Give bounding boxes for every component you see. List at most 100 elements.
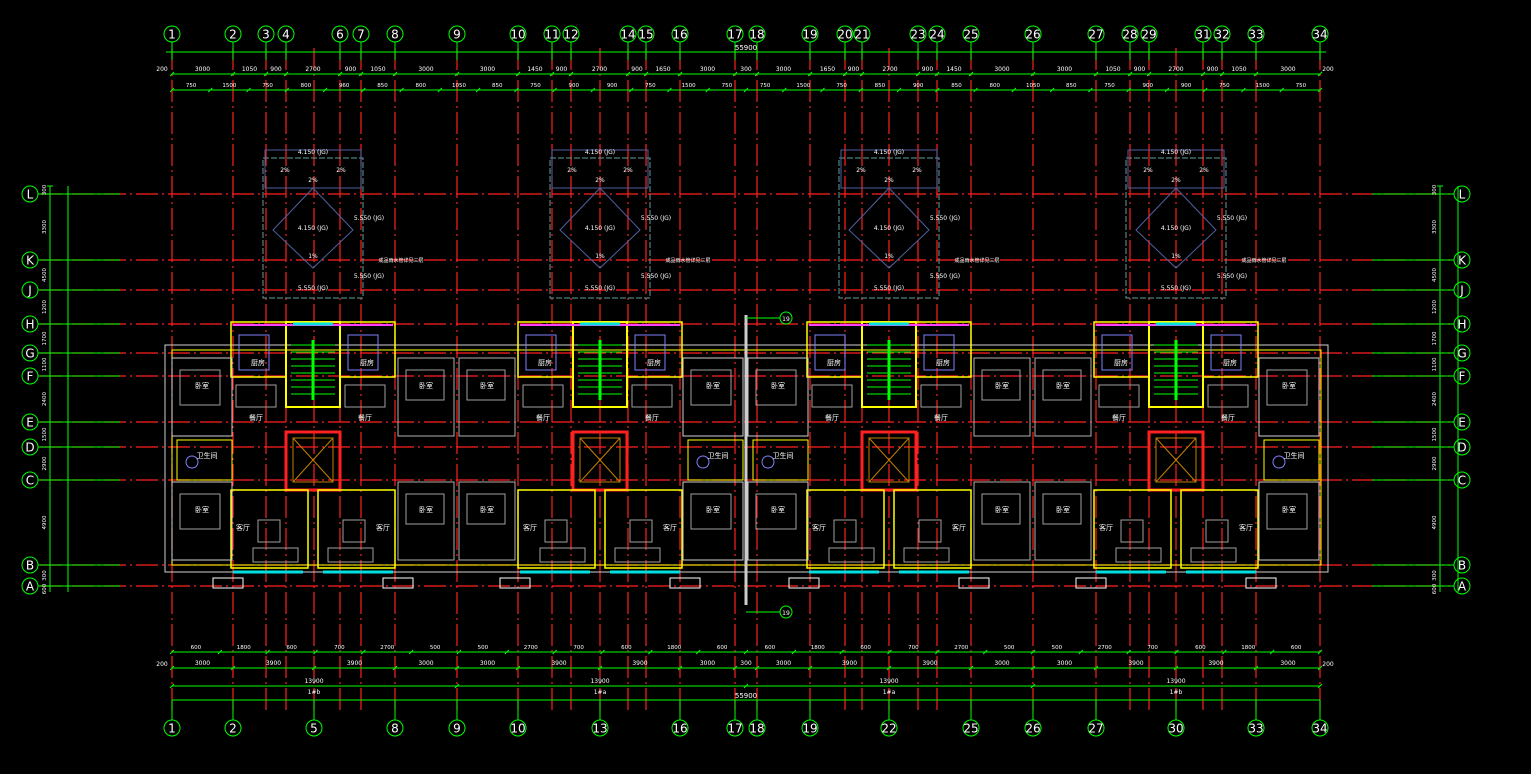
kitchen-counter [347, 334, 379, 371]
axis-label: B [26, 559, 34, 573]
dimension-tick [169, 665, 175, 671]
unit-label: 1#b [308, 689, 321, 696]
dimension-text: 1700 [42, 331, 48, 345]
bed [405, 369, 445, 401]
elevation-note: 5.550 (JG) [641, 215, 671, 222]
room-label-kitchen: 厨房 [827, 358, 841, 367]
dimension-text: 1050 [1105, 66, 1120, 73]
axis-bubble [1311, 719, 1329, 737]
axis-bubble [21, 185, 39, 203]
axis-label: 22 [881, 722, 896, 736]
dimension-text: 800 [301, 83, 312, 89]
axis-bubble [509, 719, 527, 737]
dining-table [811, 384, 853, 408]
room-label-bedroom: 卧室 [706, 381, 720, 390]
axis-label: 32 [1214, 28, 1229, 42]
axis-label: 4 [282, 28, 290, 42]
slope-note: 2% [912, 167, 922, 174]
axis-label: 23 [910, 28, 925, 42]
toilet [696, 455, 710, 469]
axis-bubble [1453, 251, 1471, 269]
dimension-text: 750 [1219, 83, 1230, 89]
axis-label: 28 [1122, 28, 1137, 42]
axis-bubble [1453, 367, 1471, 385]
axis-bubble [801, 25, 819, 43]
axis-label: 5 [310, 722, 318, 736]
dimension-tick [677, 71, 683, 77]
axis-label: H [1457, 318, 1466, 332]
axis-label: 21 [854, 28, 869, 42]
roof-note: 成品雨水管详见三层 [665, 257, 710, 264]
axis-label: L [27, 188, 34, 202]
room-label-dining: 餐厅 [934, 413, 948, 422]
dimension-text: 1050 [242, 66, 257, 73]
sofa [1115, 547, 1162, 563]
dimension-tick [1088, 87, 1093, 93]
axis-bubble [1311, 25, 1329, 43]
elevator-shaft-wall [860, 430, 918, 492]
axis-bubble [331, 25, 349, 43]
dimension-text: 900 [556, 66, 568, 73]
dimension-text: 1200 [1432, 300, 1438, 314]
dimension-tick [514, 87, 519, 93]
room-label-dining: 餐厅 [645, 413, 659, 422]
axis-label: 24 [929, 28, 944, 42]
dimension-tick [169, 649, 175, 655]
room-label-dining: 餐厅 [1221, 413, 1235, 422]
dimension-text: 4900 [1432, 515, 1438, 529]
bed [690, 369, 732, 406]
room-label-dining: 餐厅 [249, 413, 263, 422]
dimension-tick [1253, 665, 1259, 671]
axis-label: L [1459, 188, 1466, 202]
room-label-bedroom: 卧室 [195, 381, 209, 390]
dimension-text: 900 [922, 66, 934, 73]
bed [755, 493, 797, 530]
axis-label: 16 [672, 722, 687, 736]
axis-bubble [1024, 719, 1042, 737]
elevation-note: 5.550 (JG) [930, 273, 960, 280]
dining-table [344, 384, 386, 408]
dimension-text: 600 [1432, 583, 1438, 594]
dimension-tick [1093, 71, 1099, 77]
dimension-text: 750 [645, 83, 656, 89]
dimension-tick [283, 71, 289, 77]
dimension-tick [207, 87, 213, 93]
axis-bubble [1167, 719, 1185, 737]
axis-bubble [509, 25, 527, 43]
dimension-tick [1174, 649, 1179, 655]
dimension-text: 850 [951, 83, 962, 89]
axis-label: 25 [963, 28, 978, 42]
axis-label: 33 [1248, 722, 1263, 736]
bathroom-wall [687, 439, 744, 481]
dimension-tick [454, 665, 460, 671]
roof-slope-lines [559, 187, 641, 269]
elevation-note: 4.150 (JG) [1161, 225, 1191, 232]
elevation-note: 4.150 (JG) [298, 225, 328, 232]
kitchen-counter [1101, 334, 1133, 371]
dimension-text: 600 [765, 645, 776, 651]
dimension-tick [839, 649, 845, 655]
room-label-living: 客厅 [812, 523, 826, 532]
dimension-tick [311, 665, 317, 671]
dimension-tick [982, 649, 988, 655]
kitchen-wall [1093, 321, 1150, 378]
bed [690, 493, 732, 530]
axis-bubble [962, 719, 980, 737]
axis-bubble [21, 281, 39, 299]
living-room-wall [317, 489, 396, 569]
axis-label: D [25, 441, 34, 455]
dimension-text: 3900 [632, 660, 647, 667]
dimension-text: 2400 [42, 392, 48, 406]
dimension-tick [597, 665, 603, 671]
roof-slope-lines [272, 187, 354, 269]
axis-label: 1 [168, 722, 176, 736]
bedroom-wall [1258, 481, 1320, 561]
dimension-text: 1050 [452, 83, 466, 89]
dimension-tick [781, 87, 787, 93]
dimension-text: 4500 [1432, 268, 1438, 282]
dimension-tick [313, 649, 318, 655]
dimension-tick [454, 71, 460, 77]
room-label-bedroom: 卧室 [771, 505, 785, 514]
dimension-text: 600 [286, 645, 297, 651]
